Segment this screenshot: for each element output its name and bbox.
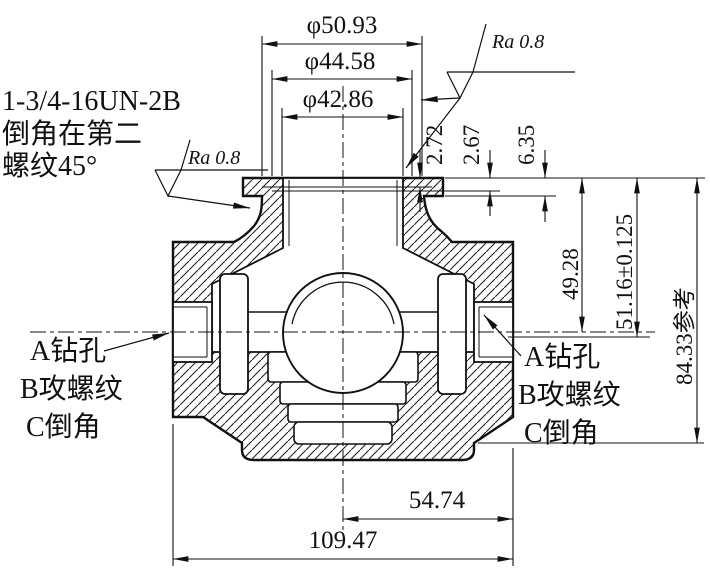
- dim-overall-height: 84.33参考: [672, 287, 697, 385]
- callout-right-line3: C倒角: [524, 417, 599, 449]
- dim-overall-width: 109.47: [309, 527, 378, 554]
- dim-center-height: 49.28: [558, 248, 583, 300]
- ra-value-top: Ra 0.8: [491, 31, 544, 53]
- callout-right-line2: B攻螺纹: [518, 379, 621, 411]
- dim-recess-depth-b: 2.67: [459, 125, 484, 165]
- callout-left-line2: B攻螺纹: [20, 373, 123, 405]
- dim-recess-depth-a: 2.72: [422, 125, 447, 165]
- note-chamfer-1: 倒角在第二: [2, 118, 142, 150]
- dim-seat-height: 51.16±0.125: [612, 214, 637, 330]
- note-chamfer-2: 螺纹45°: [2, 150, 97, 182]
- annotation-text: φ50.93 φ44.58 φ42.86 1-3/4-16UN-2B 倒角在第二…: [2, 12, 697, 554]
- roughness-symbol-left: [154, 139, 268, 209]
- centerlines: [30, 86, 655, 530]
- dimensions: [172, 36, 705, 566]
- dim-center-to-face: 54.74: [409, 487, 466, 514]
- callout-right-line1: A钻孔: [524, 341, 600, 373]
- leader-callout-right: [483, 314, 522, 357]
- callout-left-line1: A钻孔: [30, 335, 106, 367]
- callout-left-line3: C倒角: [26, 411, 101, 443]
- dim-flange-thickness: 6.35: [514, 125, 539, 165]
- seat-plate-right: [437, 273, 467, 395]
- dim-bore: φ42.86: [303, 86, 374, 113]
- surface-finish-symbols: [103, 23, 575, 357]
- dim-thread-major: φ44.58: [305, 48, 376, 75]
- dim-flange-od: φ50.93: [307, 12, 378, 39]
- roughness-symbol-top: [405, 23, 575, 169]
- seat-plate-left: [219, 273, 249, 395]
- ra-value-left: Ra 0.8: [187, 147, 240, 169]
- leader-callout-left: [103, 332, 170, 352]
- note-thread-spec: 1-3/4-16UN-2B: [2, 86, 181, 117]
